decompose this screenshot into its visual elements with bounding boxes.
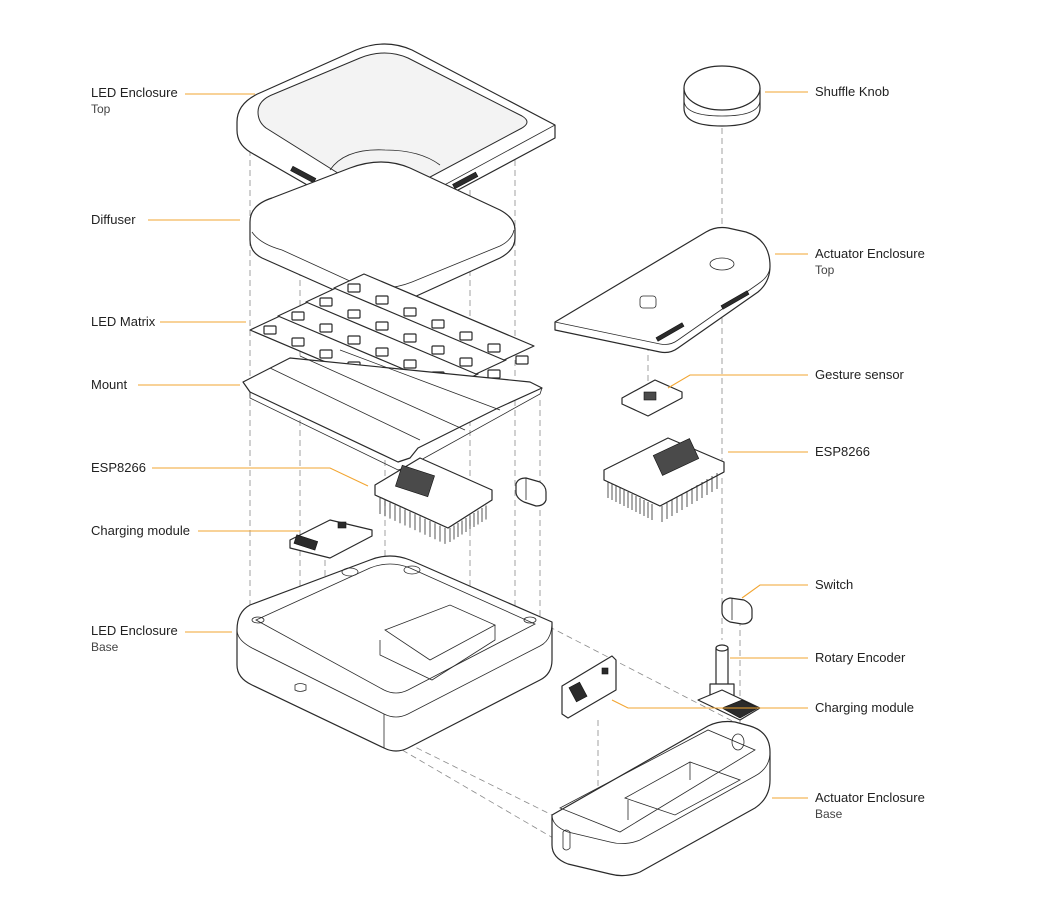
- label-led-enclosure-base: LED Enclosure Base: [91, 623, 178, 655]
- label-charging-module-left: Charging module: [91, 523, 190, 539]
- label-title: Actuator Enclosure: [815, 790, 925, 805]
- label-title: Shuffle Knob: [815, 84, 890, 99]
- led: [263, 325, 277, 335]
- label-led-enclosure-top: LED Enclosure Top: [91, 85, 178, 117]
- label-charging-module-right: Charging module: [815, 700, 914, 716]
- rotary-encoder-part: [697, 644, 761, 721]
- label-esp8266-right: ESP8266: [815, 444, 870, 460]
- label-sub: Base: [91, 640, 119, 654]
- label-shuffle-knob: Shuffle Knob: [815, 84, 889, 100]
- label-title: Diffuser: [91, 212, 136, 227]
- led: [347, 335, 361, 345]
- label-title: Charging module: [815, 700, 915, 715]
- label-actuator-enclosure-base: Actuator Enclosure Base: [815, 790, 925, 822]
- label-title: Rotary Encoder: [815, 650, 906, 665]
- label-sub: Top: [91, 102, 111, 116]
- label-diffuser: Diffuser: [91, 212, 136, 228]
- label-led-matrix: LED Matrix: [91, 314, 155, 330]
- led: [291, 311, 305, 321]
- led: [459, 331, 473, 341]
- esp8266-right-part: [603, 437, 725, 522]
- leader-esp8266-left: [152, 467, 369, 487]
- leader-lines: [138, 91, 808, 799]
- mount-part: [242, 349, 543, 471]
- label-title: Charging module: [91, 523, 191, 538]
- esp8266-left-part: [374, 457, 493, 544]
- label-mount: Mount: [91, 377, 127, 393]
- led: [319, 349, 333, 359]
- label-title: LED Matrix: [91, 314, 156, 329]
- gesture-sensor-part: [621, 379, 683, 417]
- led: [319, 297, 333, 307]
- label-title: LED Enclosure: [91, 85, 178, 100]
- label-title: Gesture sensor: [815, 367, 904, 382]
- led: [347, 309, 361, 319]
- led: [347, 283, 361, 293]
- charging-module-left-part: [289, 519, 373, 559]
- led: [459, 357, 473, 367]
- led: [403, 359, 417, 369]
- led-enclosure-base-part: [236, 555, 553, 752]
- led: [487, 343, 501, 353]
- label-title: Mount: [91, 377, 128, 392]
- led-enclosure-top-part: [236, 43, 556, 225]
- leader-charging-module-right: [611, 699, 808, 709]
- label-rotary-encoder: Rotary Encoder: [815, 650, 905, 666]
- led: [291, 337, 305, 347]
- label-esp8266-left: ESP8266: [91, 460, 146, 476]
- label-actuator-enclosure-top: Actuator Enclosure Top: [815, 246, 925, 278]
- leader-switch: [741, 584, 808, 599]
- led: [431, 319, 445, 329]
- label-title: Actuator Enclosure: [815, 246, 925, 261]
- led: [375, 347, 389, 357]
- label-title: ESP8266: [91, 460, 146, 475]
- switch-right-part: [721, 597, 753, 625]
- led: [431, 345, 445, 355]
- label-switch: Switch: [815, 577, 853, 593]
- label-gesture-sensor: Gesture sensor: [815, 367, 904, 383]
- led: [403, 333, 417, 343]
- led: [375, 295, 389, 305]
- shuffle-knob-part: [683, 65, 761, 127]
- label-title: LED Enclosure: [91, 623, 178, 638]
- label-title: ESP8266: [815, 444, 870, 459]
- led: [319, 323, 333, 333]
- actuator-enclosure-base-part: [551, 720, 771, 877]
- led: [403, 307, 417, 317]
- label-title: Switch: [815, 577, 854, 592]
- led: [375, 321, 389, 331]
- label-sub: Base: [815, 807, 843, 821]
- switch-cap-left-part: [515, 477, 547, 507]
- led: [515, 355, 529, 365]
- actuator-enclosure-top-part: [554, 226, 771, 354]
- charging-module-right-part: [561, 655, 617, 719]
- led: [487, 369, 501, 379]
- label-sub: Top: [815, 263, 835, 277]
- leader-gesture-sensor: [667, 374, 808, 389]
